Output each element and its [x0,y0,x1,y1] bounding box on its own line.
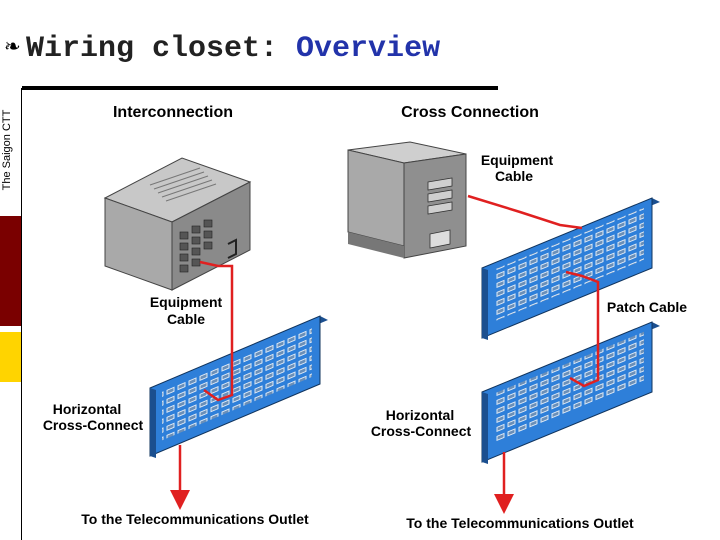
right-equipment-cable-label-2: Cable [495,168,533,184]
right-equipment-cable-label-1: Equipment [481,152,554,168]
slide-title: Wiring closet: Overview [26,32,440,66]
left-equipment-device [103,157,252,291]
title-rule [22,86,498,90]
patch-cable-label: Patch Cable [607,299,687,315]
left-equipment-cable-label-1: Equipment [150,294,223,310]
side-strip-dark-block [0,216,21,326]
left-horizontal-cross-connect-panel [149,315,328,458]
cross-connection-heading: Cross Connection [401,104,539,121]
side-strip-yellow-block [0,332,21,382]
left-hcc-label-2: Cross-Connect [43,417,144,433]
right-upper-patch-panel [481,197,660,340]
side-label-box [0,88,21,216]
title-bullet-icon: ❧ [4,34,21,58]
left-equipment-cable [199,260,234,402]
title-part-2: Overview [296,32,441,66]
patch-cable [565,270,600,388]
title-part-1: Wiring closet: [26,32,297,66]
left-equipment-cable-label-2: Cable [167,311,205,327]
left-hcc-label-1: Horizontal [53,401,121,417]
right-hcc-label-2: Cross-Connect [371,423,472,439]
right-equipment-server [347,141,467,259]
left-outlet-label: To the Telecommunications Outlet [81,511,309,527]
right-equipment-cable [467,194,583,230]
right-outlet-label: To the Telecommunications Outlet [406,515,634,531]
interconnection-heading: Interconnection [113,104,233,121]
right-hcc-label-1: Horizontal [386,407,454,423]
side-strip-divider [21,88,22,540]
right-horizontal-cross-connect-panel [481,321,660,464]
